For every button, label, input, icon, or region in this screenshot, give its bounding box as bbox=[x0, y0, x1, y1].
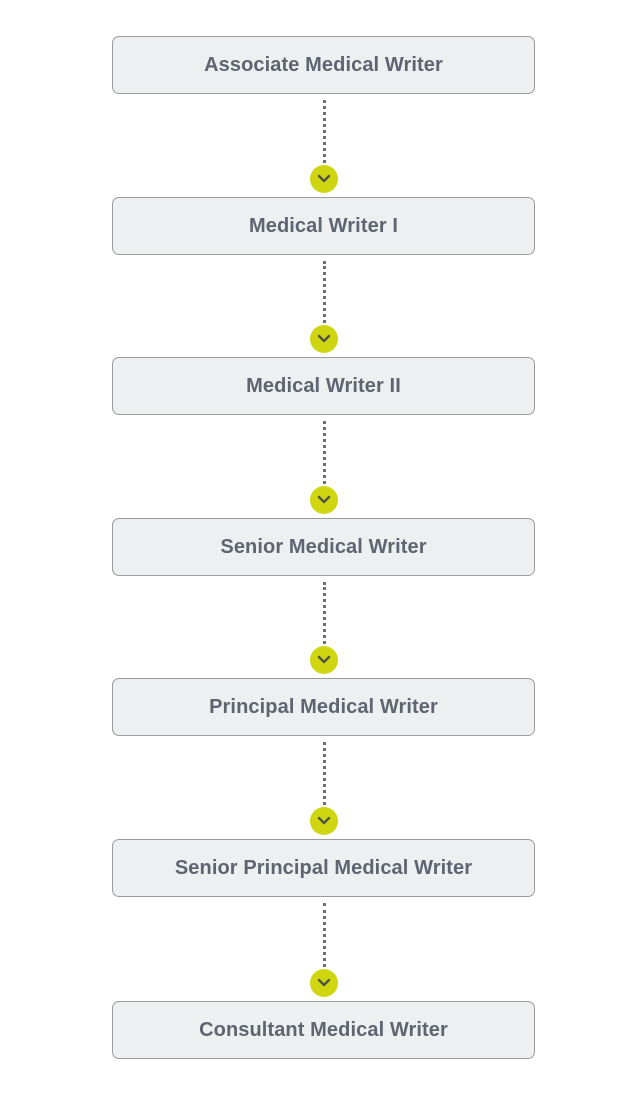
chevron-down-icon bbox=[310, 807, 338, 835]
role-label: Senior Principal Medical Writer bbox=[174, 856, 473, 879]
role-box: Medical Writer I bbox=[112, 197, 535, 255]
chevron-down-icon bbox=[310, 325, 338, 353]
role-label: Senior Medical Writer bbox=[220, 535, 427, 558]
dotted-connector bbox=[323, 421, 326, 484]
role-box: Senior Principal Medical Writer bbox=[112, 839, 535, 897]
role-label: Consultant Medical Writer bbox=[199, 1018, 448, 1041]
dotted-connector bbox=[323, 582, 326, 644]
role-box: Senior Medical Writer bbox=[112, 518, 535, 576]
dotted-connector bbox=[323, 903, 326, 967]
role-box: Medical Writer II bbox=[112, 357, 535, 415]
chevron-down-icon bbox=[310, 646, 338, 674]
role-box: Consultant Medical Writer bbox=[112, 1001, 535, 1059]
role-label: Principal Medical Writer bbox=[209, 695, 438, 718]
role-box: Principal Medical Writer bbox=[112, 678, 535, 736]
role-box: Associate Medical Writer bbox=[112, 36, 535, 94]
dotted-connector bbox=[323, 261, 326, 323]
chevron-down-icon bbox=[310, 486, 338, 514]
chevron-down-icon bbox=[310, 165, 338, 193]
dotted-connector bbox=[323, 100, 326, 163]
role-label: Associate Medical Writer bbox=[204, 53, 443, 76]
chevron-down-icon bbox=[310, 969, 338, 997]
role-label: Medical Writer II bbox=[246, 374, 401, 397]
dotted-connector bbox=[323, 742, 326, 805]
role-label: Medical Writer I bbox=[248, 214, 399, 237]
